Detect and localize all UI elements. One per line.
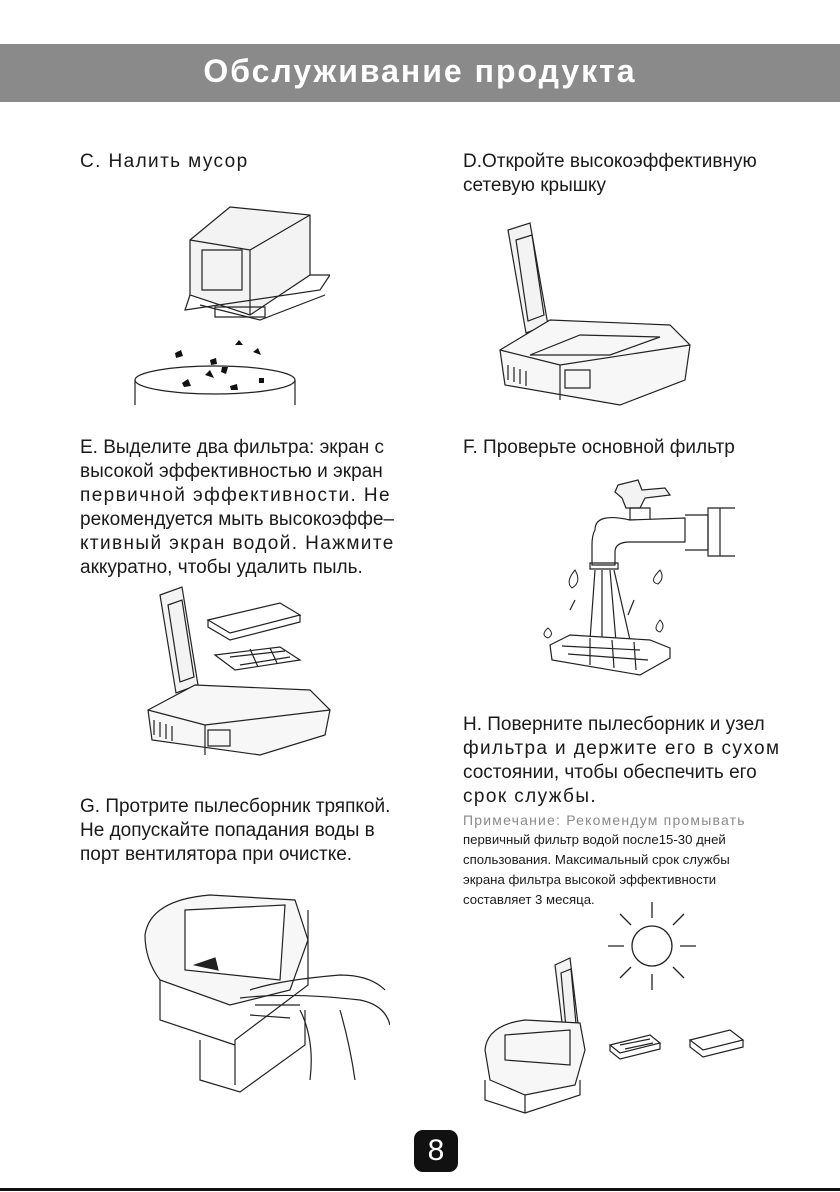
section-h-line-3: состоянии, чтобы обеспечить его	[463, 762, 757, 783]
page-number: 8	[414, 1130, 458, 1172]
illustration-open-filter-cover	[490, 215, 700, 415]
section-d-title-line-2: сетевую крышку	[463, 175, 607, 196]
section-e-line-3: первичной эффективности. Не	[80, 485, 391, 506]
section-f-title: F. Проверьте основной фильтр	[463, 437, 735, 458]
note-line-4: составляет 3 месяца.	[463, 892, 595, 907]
page-title: Обслуживание продукта	[203, 53, 637, 89]
bottom-rule	[0, 1188, 840, 1191]
section-e-line-1: E. Выделите два фильтра: экран с	[80, 437, 384, 458]
maintenance-note: Примечание: Рекомендум промывать первичн…	[463, 810, 793, 910]
section-e-line-5: ктивный экран водой. Нажмите	[80, 533, 395, 554]
section-g-line-3: порт вентилятора при очистке.	[80, 844, 353, 865]
section-g-line-1: G. Протрите пылесборник тряпкой.	[80, 796, 391, 817]
note-heading: Примечание: Рекомендум промывать	[463, 812, 746, 828]
illustration-empty-dustbin	[130, 195, 330, 410]
section-h-line-2: фильтра и держите его в сухом	[463, 738, 781, 759]
section-h-line-4: срок службы.	[463, 786, 598, 807]
note-line-1: первичный фильтр водой после15-30 дней	[463, 832, 726, 847]
section-c-title: С. Налить мусор	[80, 151, 249, 172]
illustration-remove-filters	[140, 585, 340, 770]
section-d-title-line-1: D.Откройте высокоэффективную	[463, 151, 757, 172]
page-header: Обслуживание продукта	[0, 44, 840, 102]
illustration-dry-dustbin-and-filters	[475, 955, 765, 1120]
illustration-wipe-dustbin	[140, 880, 390, 1110]
section-e-line-4: рекомендуется мыть высокоэффе–	[80, 509, 395, 530]
illustration-wash-filter-under-tap	[530, 470, 740, 695]
section-g-line-2: Не допускайте попадания воды в	[80, 820, 375, 841]
section-e-line-6: аккуратно, чтобы удалить пыль.	[80, 557, 363, 578]
section-h-line-1: H. Поверните пылесборник и узел	[463, 714, 765, 735]
section-e-line-2: высокой эффективностью и экран	[80, 461, 383, 482]
note-line-3: экрана фильтра высокой эффективности	[463, 872, 717, 887]
sun-icon	[600, 900, 705, 995]
note-line-2: спользования. Максимальный срок службы	[463, 852, 730, 867]
